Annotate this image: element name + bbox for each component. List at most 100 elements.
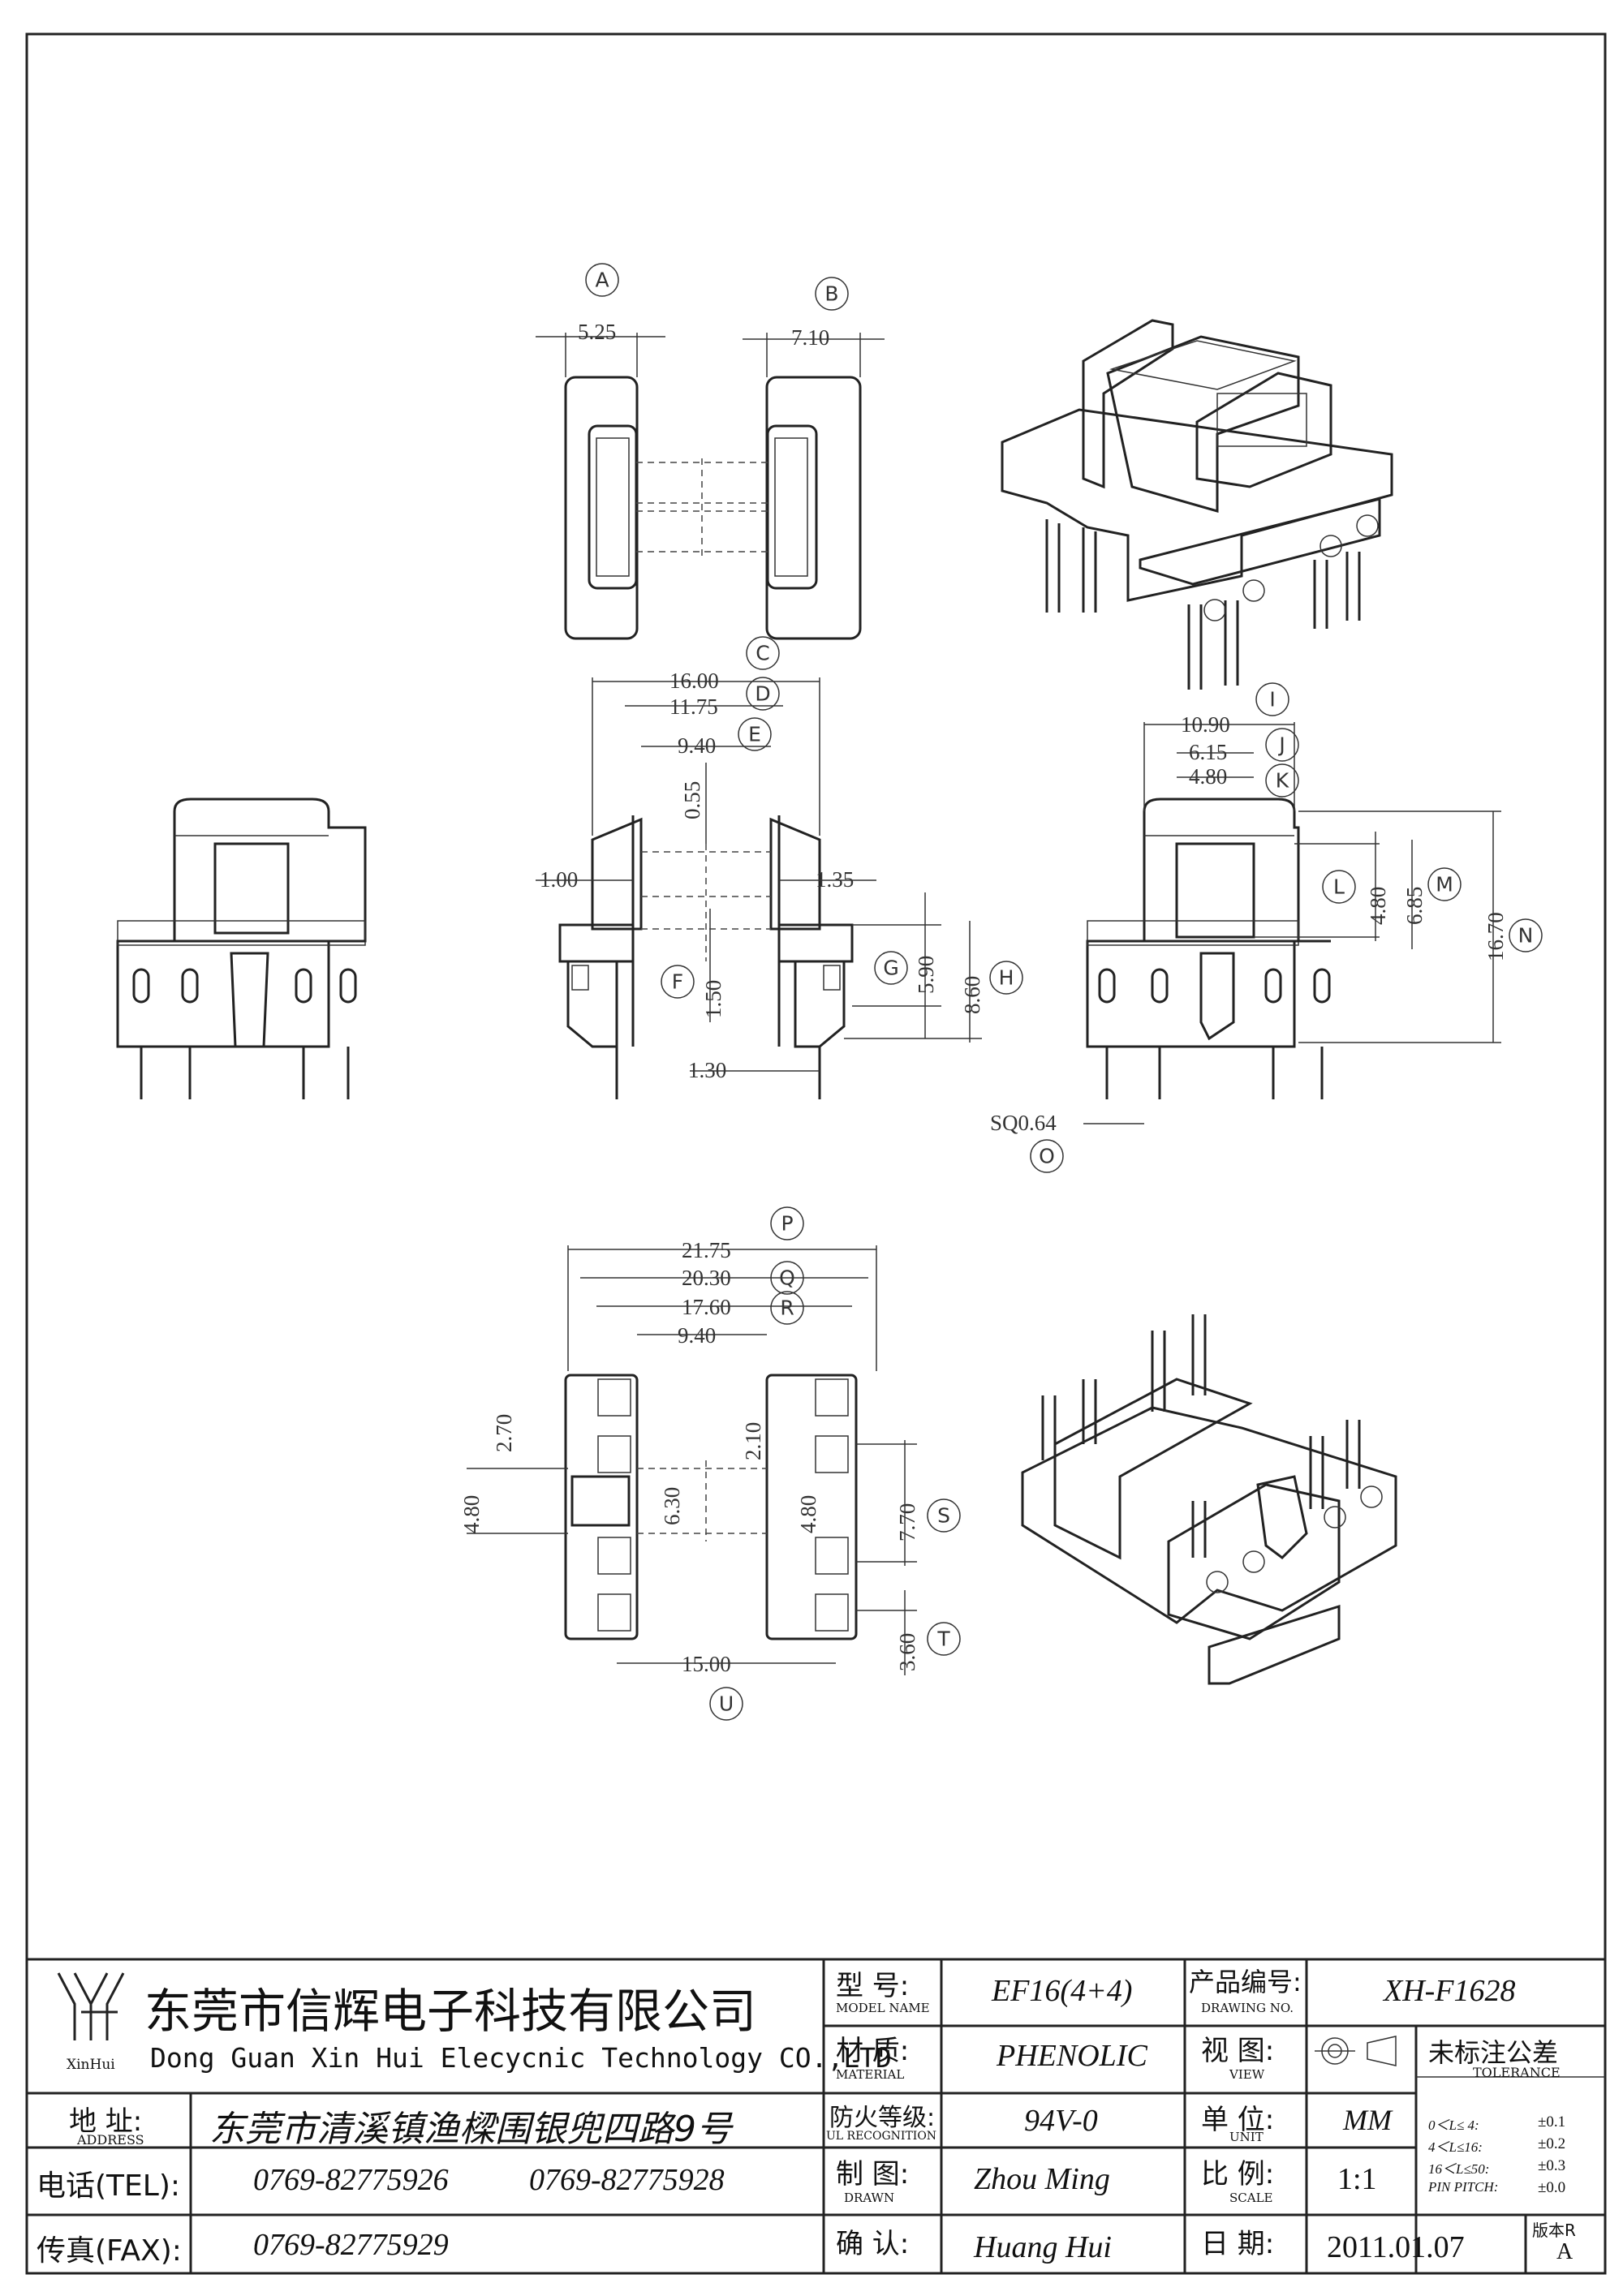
callout-m-label: M bbox=[1436, 873, 1453, 896]
callout-g-label: G bbox=[883, 957, 898, 980]
dim-k-value: 4.80 bbox=[1189, 764, 1227, 789]
callout-p-label: P bbox=[781, 1212, 793, 1236]
front-view-left bbox=[116, 798, 367, 1099]
dim-bottom-core: 6.30 bbox=[660, 1487, 684, 1525]
dim-pin-offset: 1.30 bbox=[688, 1058, 726, 1082]
tolerance-range-0: 0＜L≤ 4: bbox=[1428, 2118, 1479, 2133]
drawn-value: Zhou Ming bbox=[974, 2162, 1110, 2196]
unit-label-en: UNIT bbox=[1229, 2130, 1264, 2144]
ul-value: 94V-0 bbox=[1024, 2104, 1098, 2138]
dim-d-value: 11.75 bbox=[669, 694, 718, 719]
scale-label-en: SCALE bbox=[1229, 2191, 1273, 2205]
dim-c-value: 16.00 bbox=[669, 669, 719, 693]
callout-o-label: O bbox=[1039, 1145, 1055, 1168]
callout-s-label: S bbox=[937, 1504, 950, 1528]
dim-flange-top: 0.55 bbox=[680, 781, 704, 819]
drawing-no-label-cn: 产品编号: bbox=[1189, 1967, 1302, 1997]
company-name-en: Dong Guan Xin Hui Elecycnic Technology C… bbox=[150, 2042, 892, 2074]
check-label-cn: 确 认: bbox=[836, 2228, 910, 2260]
iso-view-top bbox=[1001, 319, 1393, 690]
callout-f-label: F bbox=[672, 970, 683, 994]
dim-s-value: 7.70 bbox=[895, 1503, 919, 1541]
front-view-middle: 16.00 C 11.75 D 9.40 E 0.55 1.00 1.35 1.… bbox=[536, 636, 1023, 1099]
model-value: EF16(4+4) bbox=[992, 1974, 1133, 2008]
address-label-en: ADDRESS bbox=[77, 2132, 144, 2148]
date-value: 2011.01.07 bbox=[1327, 2230, 1465, 2264]
address-value: 东莞市清溪镇渔樑围银兜四路9号 bbox=[209, 2109, 732, 2150]
callout-d-label: D bbox=[755, 682, 770, 706]
callout-l-label: L bbox=[1333, 875, 1345, 899]
callout-r-label: R bbox=[780, 1296, 794, 1320]
callout-j-label: J bbox=[1277, 733, 1285, 757]
unit-value: MM bbox=[1343, 2104, 1392, 2136]
dim-h-value: 8.60 bbox=[960, 976, 984, 1014]
tel-label: 电话(TEL): bbox=[37, 2169, 181, 2203]
check-value: Huang Hui bbox=[974, 2230, 1112, 2264]
dim-left-step: 1.00 bbox=[540, 867, 578, 892]
tolerance-value-0: ±0.1 bbox=[1538, 2113, 1566, 2130]
view-label-en: VIEW bbox=[1229, 2067, 1265, 2082]
dim-n-value: 16.70 bbox=[1483, 912, 1508, 961]
ul-label-cn: 防火等级: bbox=[829, 2104, 936, 2132]
dim-p-value: 21.75 bbox=[682, 1238, 731, 1262]
tolerance-title-en: TOLERANCE bbox=[1473, 2065, 1561, 2080]
callout-a bbox=[585, 263, 619, 297]
callout-t-label: T bbox=[936, 1627, 950, 1651]
dim-right-step: 1.35 bbox=[816, 867, 854, 892]
logo-text: XinHui bbox=[67, 2057, 115, 2073]
callout-n-label: N bbox=[1518, 924, 1534, 948]
callout-b-label: B bbox=[824, 282, 838, 306]
fax-value: 0769-82775929 bbox=[253, 2228, 449, 2262]
dim-r-value: 17.60 bbox=[682, 1295, 731, 1319]
callout-b bbox=[815, 277, 849, 311]
drawn-label-cn: 制 图: bbox=[836, 2158, 910, 2191]
model-label-en: MODEL NAME bbox=[836, 2001, 930, 2015]
callout-h-label: H bbox=[999, 966, 1014, 990]
dim-i-value: 10.90 bbox=[1181, 712, 1230, 737]
callout-u-label: U bbox=[719, 1692, 734, 1716]
dim-f-value: 1.50 bbox=[701, 980, 725, 1018]
material-label-en: MATERIAL bbox=[836, 2067, 905, 2082]
dim-j-value: 6.15 bbox=[1189, 740, 1227, 764]
company-name-cn: 东莞市信辉电子科技有限公司 bbox=[144, 1984, 757, 2039]
material-label-cn: 材 质: bbox=[836, 2035, 910, 2067]
drawing-no-value: XH-F1628 bbox=[1384, 1974, 1516, 2008]
scale-label-cn: 比 例: bbox=[1201, 2158, 1275, 2191]
top-end-view: 5.25 A 7.10 B bbox=[536, 263, 885, 640]
tolerance-value-3: ±0.0 bbox=[1538, 2179, 1566, 2196]
xinhui-logo bbox=[57, 1972, 125, 2040]
dim-m-value: 6.85 bbox=[1402, 887, 1427, 925]
view-label-cn: 视 图: bbox=[1201, 2035, 1275, 2067]
dim-o-value: SQ0.64 bbox=[990, 1111, 1057, 1135]
dim-bottom-h1: 2.70 bbox=[492, 1414, 516, 1452]
material-value: PHENOLIC bbox=[997, 2039, 1147, 2073]
dim-bottom-h3: 2.10 bbox=[741, 1422, 765, 1460]
tolerance-range-2: 16＜L≤50: bbox=[1428, 2161, 1490, 2177]
dim-e-value: 9.40 bbox=[678, 733, 716, 758]
dim-g-value: 5.90 bbox=[914, 956, 938, 994]
tolerance-title-cn: 未标注公差 bbox=[1428, 2037, 1559, 2068]
date-label-cn: 日 期: bbox=[1201, 2228, 1275, 2260]
title-block-grid bbox=[25, 1958, 1607, 2275]
dim-bottom-inner: 9.40 bbox=[678, 1323, 716, 1348]
sheet-border bbox=[25, 32, 1607, 2275]
front-view-right: 10.90 I 6.15 J 4.80 K 4.80 L 6.85 M 16.7… bbox=[990, 682, 1543, 1173]
callout-q-label: Q bbox=[779, 1266, 795, 1290]
model-label-cn: 型 号: bbox=[836, 1970, 910, 2002]
scale-value: 1:1 bbox=[1337, 2162, 1377, 2196]
tolerance-value-1: ±0.2 bbox=[1538, 2135, 1566, 2152]
unit-label-cn: 单 位: bbox=[1201, 2104, 1275, 2136]
tolerance-range-3: PIN PITCH: bbox=[1428, 2179, 1499, 2195]
projection-cone-icon bbox=[1367, 2036, 1397, 2066]
dim-l-value: 4.80 bbox=[1366, 887, 1390, 925]
dim-bottom-h2: 4.80 bbox=[459, 1495, 484, 1533]
dim-b-value: 7.10 bbox=[791, 325, 829, 350]
tolerance-range-1: 4＜L≤16: bbox=[1428, 2139, 1483, 2155]
dim-bottom-h4: 4.80 bbox=[796, 1495, 820, 1533]
tel-1: 0769-82775926 bbox=[253, 2163, 449, 2197]
tolerance-value-2: ±0.3 bbox=[1538, 2157, 1566, 2174]
address-label-cn: 地 址: bbox=[69, 2105, 143, 2138]
drawing-no-label-en: DRAWING NO. bbox=[1201, 2001, 1294, 2015]
dim-a-value: 5.25 bbox=[578, 320, 616, 344]
tel-2: 0769-82775928 bbox=[529, 2163, 725, 2197]
